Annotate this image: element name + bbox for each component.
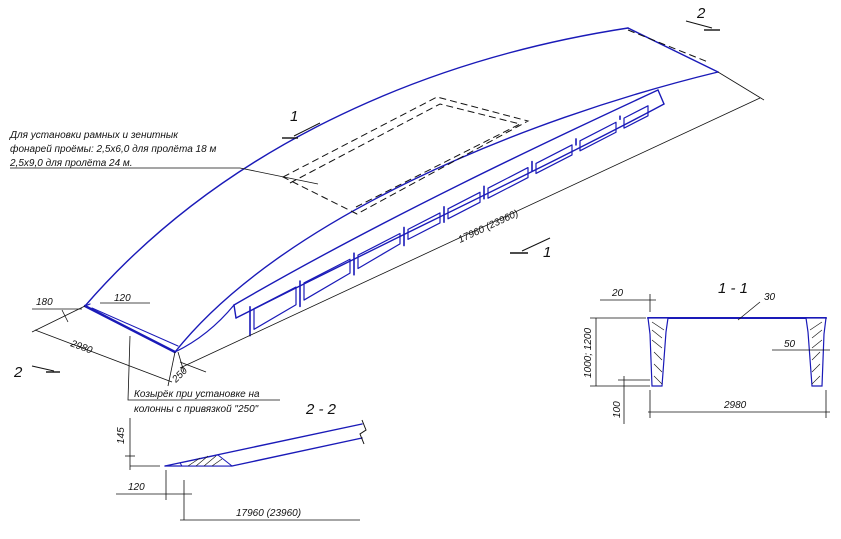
note-leader [10, 167, 319, 185]
rib-end-near [233, 304, 237, 319]
s11-right-rib [805, 317, 827, 387]
s11-d30-leader [737, 301, 761, 321]
slab-near-end-edge-inner [91, 307, 179, 347]
s22-d120-ext [165, 470, 185, 520]
s11-width-ext [649, 390, 827, 418]
s11-d30-label: 30 [764, 292, 776, 303]
rib-panel [487, 166, 529, 199]
note-line-3: 2,5х9,0 для пролёта 24 м. [9, 158, 133, 169]
section-2-top-arrow [685, 20, 713, 29]
d180-label: 180 [36, 297, 53, 308]
rib-panel [447, 191, 481, 220]
rib-end-far [657, 89, 665, 105]
section-2-2: 2 - 2 145 120 17960 (23960) [116, 401, 367, 521]
canopy-note-line-2: колонны с привязкой "250" [134, 404, 259, 415]
canopy-note: Козырёк при установке на колонны с привя… [127, 335, 280, 415]
s11-left-hatch [651, 321, 665, 385]
rib-panel [253, 286, 297, 330]
slab-far-end-edge [627, 27, 719, 73]
opening-note: Для установки рамных и зенитнык фонарей … [9, 130, 319, 185]
d120-label: 120 [114, 293, 131, 304]
s22-d145-label: 145 [116, 427, 127, 444]
slab-outer-curve [84, 27, 629, 307]
rib-panel [357, 232, 401, 270]
section-2-top-label: 2 [696, 5, 706, 22]
s11-d20-label: 20 [611, 288, 624, 299]
rib-panel [303, 258, 351, 301]
s22-hatch-lines [187, 455, 223, 467]
length-dimension: 17960 (23960) [177, 71, 765, 373]
length-dim-label: 17960 (23960) [457, 208, 521, 245]
s22-break [359, 419, 367, 445]
canopy-note-line-1: Козырёк при установке на [134, 389, 260, 400]
slab-ridge-edge [174, 71, 719, 353]
s22-hatch [179, 454, 234, 467]
d250-label: 250 [170, 365, 191, 386]
rib-panels [249, 105, 649, 337]
s11-height-label: 1000; 1200 [583, 328, 594, 378]
section-1-1-title: 1 - 1 [718, 280, 748, 297]
rib-panel [535, 144, 573, 175]
section-1-bottom-arrow [521, 237, 551, 252]
canopy-dashed-line [627, 29, 709, 63]
note-line-1: Для установки рамных и зенитнык [9, 130, 179, 141]
s22-length-label: 17960 (23960) [236, 508, 301, 519]
s11-d50-label: 50 [784, 339, 796, 350]
rib-panel [407, 212, 441, 240]
s11-d100-label: 100 [612, 401, 623, 418]
s11-height-ext [590, 317, 650, 387]
section-1-bottom-label: 1 [543, 244, 551, 261]
d250-leader [179, 361, 207, 373]
section-1-1: 1 - 1 20 30 50 1000; 1200 100 2980 [583, 280, 830, 424]
width-ext-left [31, 305, 86, 333]
rib-panel [579, 121, 617, 152]
d180-tick [61, 309, 69, 323]
slab-near-corner [84, 303, 91, 307]
slab-near-end-edge [83, 304, 177, 354]
isometric-slab [83, 27, 719, 354]
length-dim-line [179, 97, 761, 369]
canopy-leader [127, 335, 280, 401]
width-ext-right [167, 351, 176, 387]
note-line-2: фонарей проёмы: 2,5х6,0 для пролёта 18 м [10, 143, 216, 155]
rib-panel [623, 105, 649, 129]
rib-outer-edge [233, 89, 659, 306]
section-2-2-title: 2 - 2 [305, 401, 337, 418]
skylight-opening-inner [289, 103, 522, 208]
section-2-left-arrow [31, 365, 55, 372]
section-1-top-label: 1 [290, 108, 298, 125]
s22-bottom-line [231, 437, 363, 467]
section-marks: 1 1 2 2 [13, 5, 720, 381]
skylight-openings [281, 96, 530, 215]
s11-left-rib [647, 317, 669, 387]
end-rib-slope [174, 304, 235, 353]
s11-right-hatch [809, 321, 823, 385]
s11-width-label: 2980 [723, 400, 747, 411]
skylight-opening-outline [281, 96, 530, 215]
section-2-left-label: 2 [13, 364, 23, 381]
width-dim-label: 2980 [68, 338, 94, 356]
width-dim-line [34, 329, 173, 383]
length-ext-far [717, 71, 765, 101]
section-1-top-arrow [293, 122, 321, 137]
s22-d120-label: 120 [128, 482, 145, 493]
